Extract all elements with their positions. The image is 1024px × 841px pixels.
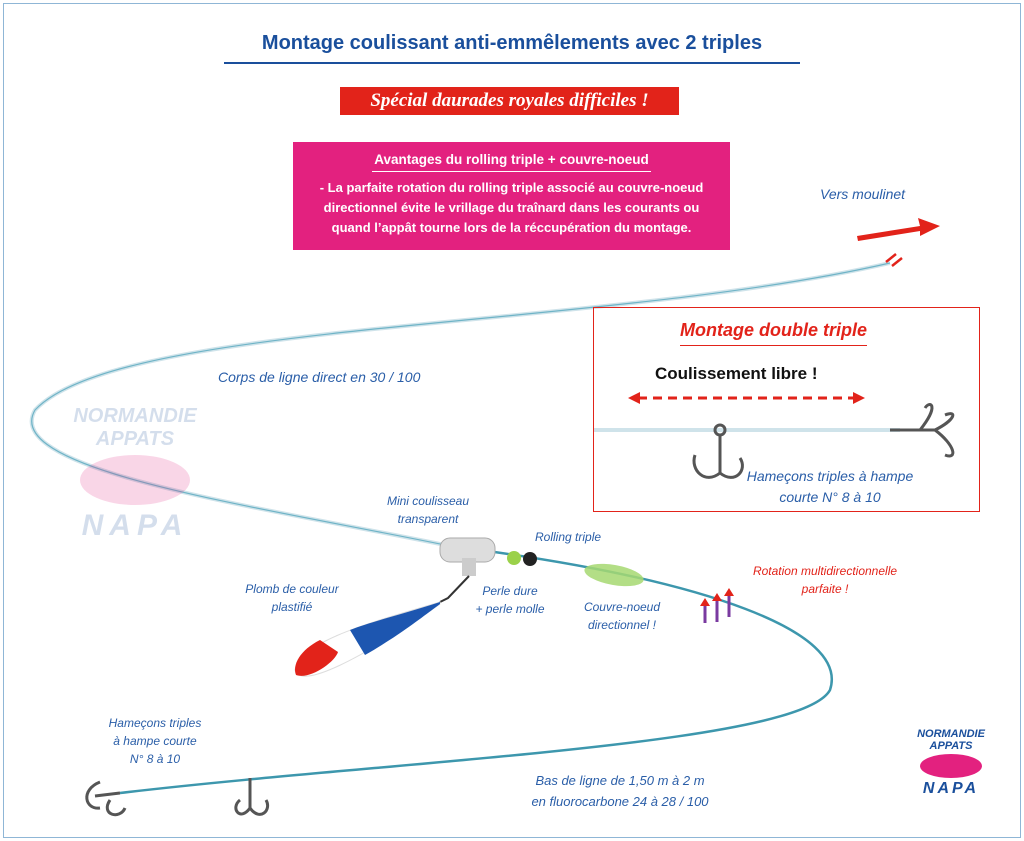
advantages-line: directionnel évite le vrillage du traîna… bbox=[323, 200, 700, 215]
advantages-box: Avantages du rolling triple + couvre-noe… bbox=[293, 142, 730, 250]
hook-bottom-middle bbox=[234, 778, 269, 816]
brand-logo: NORMANDIE APPATS NAPA bbox=[917, 728, 985, 797]
title-underline bbox=[224, 62, 800, 64]
inset-hook-sliding bbox=[692, 423, 744, 479]
hard-bead bbox=[523, 552, 537, 566]
inset-slide-label: Coulissement libre ! bbox=[655, 364, 818, 383]
label-vers-moulinet: Vers moulinet bbox=[820, 186, 906, 202]
page-title: Montage coulissant anti-emmêlements avec… bbox=[261, 32, 763, 54]
advantages-heading: Avantages du rolling triple + couvre-noe… bbox=[372, 152, 651, 172]
leader-line bbox=[119, 548, 833, 795]
label-rolling: Rolling triple bbox=[535, 530, 602, 544]
knot-cover bbox=[584, 563, 644, 587]
special-banner: Spécial daurades royales difficiles ! bbox=[340, 87, 679, 115]
advantages-line: - La parfaite rotation du rolling triple… bbox=[319, 180, 704, 195]
rotation-arrows bbox=[703, 595, 731, 623]
watermark-logo: NORMANDIE APPATS NAPA bbox=[73, 405, 197, 542]
sliding-boom bbox=[439, 537, 496, 576]
reel-arrow bbox=[857, 218, 940, 241]
inset-box bbox=[593, 307, 980, 512]
hook-bottom-left bbox=[85, 780, 127, 817]
lead-weight bbox=[294, 601, 441, 677]
soft-bead bbox=[507, 551, 521, 565]
inset-title: Montage double triple bbox=[680, 320, 867, 346]
advantages-line: quand l’appât tourne lors de la réccupér… bbox=[331, 220, 692, 235]
label-corps-ligne: Corps de ligne direct en 30 / 100 bbox=[218, 369, 421, 385]
label-perle: Perle dure+ perle molle bbox=[475, 584, 545, 616]
inset-hook-fixed bbox=[890, 403, 955, 458]
advantages-text: - La parfaite rotation du rolling triple… bbox=[293, 178, 730, 238]
page-frame bbox=[3, 3, 1021, 838]
